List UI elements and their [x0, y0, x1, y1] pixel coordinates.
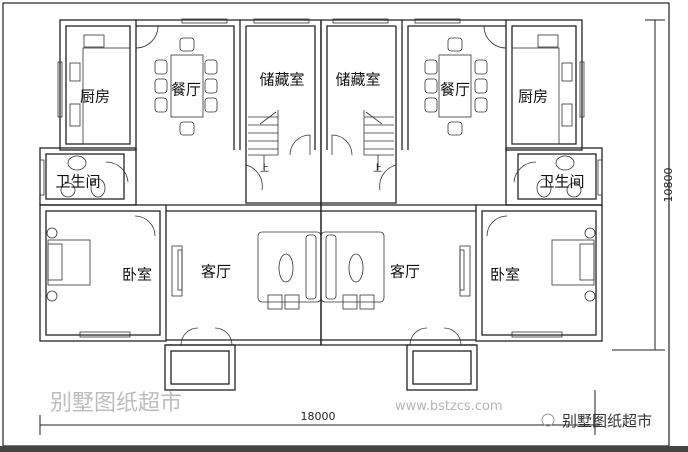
room-label-bathroom: 卫生间 [539, 173, 584, 191]
room-label-bedroom: 卧室 [490, 266, 520, 284]
room-label-kitchen: 厨房 [80, 88, 110, 106]
room-label-storage: 储藏室 [259, 71, 304, 89]
width-dimension: 18000 [301, 410, 336, 423]
dimension-lines [39, 19, 665, 435]
room-label-bathroom: 卫生间 [55, 173, 100, 191]
svg-text:别墅图纸超市: 别墅图纸超市 [562, 412, 652, 430]
stair-up-label: 上 [373, 163, 382, 174]
depth-dimension: 10800 [662, 168, 675, 203]
left-unit-walls [39, 18, 322, 391]
watermark-url: www.bstzcs.com [395, 399, 503, 414]
logo: 别墅图纸超市 [541, 412, 652, 430]
bottom-bar [0, 446, 688, 452]
frame-border [2, 2, 670, 447]
logo-icon [541, 413, 555, 427]
room-label-kitchen: 厨房 [518, 88, 548, 106]
room-label-bedroom: 卧室 [122, 266, 152, 284]
room-label-living: 客厅 [390, 263, 420, 281]
room-label-dining: 餐厅 [171, 81, 201, 99]
room-label-storage: 储藏室 [335, 71, 380, 89]
stair-up-label: 上 [260, 163, 269, 174]
room-label-dining: 餐厅 [440, 81, 470, 99]
room-label-living: 客厅 [201, 263, 231, 281]
watermark-text: 别墅图纸超市 [50, 391, 182, 416]
